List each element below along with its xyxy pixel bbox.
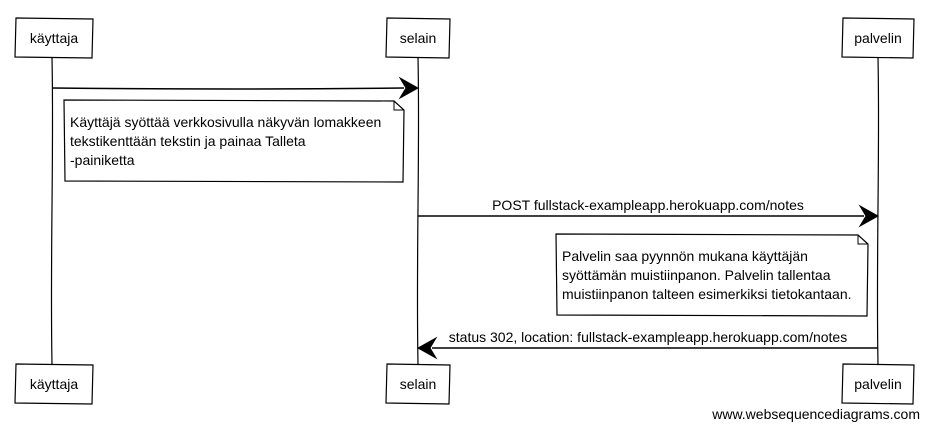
note-text-1-line-0: Palvelin saa pyynnön mukana käyttäjän bbox=[562, 248, 808, 264]
participant-box-selain-top bbox=[385, 17, 451, 59]
message-label-1: POST fullstack-exampleapp.herokuapp.com/… bbox=[492, 197, 804, 213]
message-arrowhead-1 bbox=[858, 204, 880, 228]
note-box-0 bbox=[63, 99, 405, 183]
note-box-1 bbox=[555, 233, 869, 317]
message-label-2: status 302, location: fullstack-examplea… bbox=[449, 329, 847, 345]
message-arrowhead-2 bbox=[416, 336, 438, 360]
participant-label-selain-bottom: selain bbox=[400, 376, 437, 392]
note-text-0-line-1: tekstikenttään tekstin ja painaa Talleta bbox=[70, 133, 306, 149]
note-text-0-line-0: Käyttäjä syöttää verkkosivulla näkyvän l… bbox=[70, 114, 381, 130]
participant-box-kayttaja-bottom bbox=[14, 363, 94, 405]
message-arrowhead-0 bbox=[398, 76, 420, 100]
lifeline-kayttaja bbox=[50, 57, 54, 365]
note-text-0-line-2: -painiketta bbox=[70, 152, 135, 168]
participant-box-palvelin-bottom bbox=[841, 363, 915, 405]
participant-label-selain-top: selain bbox=[400, 30, 437, 46]
participant-box-selain-bottom bbox=[385, 363, 451, 405]
message-line-0 bbox=[51, 87, 405, 90]
participant-label-kayttaja-top: käyttaja bbox=[30, 30, 78, 46]
note-fold-0 bbox=[393, 101, 404, 111]
note-text-1-line-1: syöttämän muistiinpanon. Palvelin tallen… bbox=[562, 267, 831, 283]
participant-label-kayttaja-bottom: käyttaja bbox=[30, 376, 78, 392]
participant-label-palvelin-bottom: palvelin bbox=[854, 376, 901, 392]
participant-box-palvelin-top bbox=[841, 17, 915, 59]
watermark: www.websequencediagrams.com bbox=[712, 406, 920, 422]
note-fold-1 bbox=[857, 235, 868, 245]
participant-label-palvelin-top: palvelin bbox=[854, 30, 901, 46]
lifeline-selain bbox=[416, 57, 420, 365]
participant-box-kayttaja-top bbox=[14, 17, 94, 59]
lifeline-palvelin bbox=[876, 57, 880, 365]
note-text-1-line-2: muistiinpanon talteen esimerkiksi tietok… bbox=[562, 286, 852, 302]
